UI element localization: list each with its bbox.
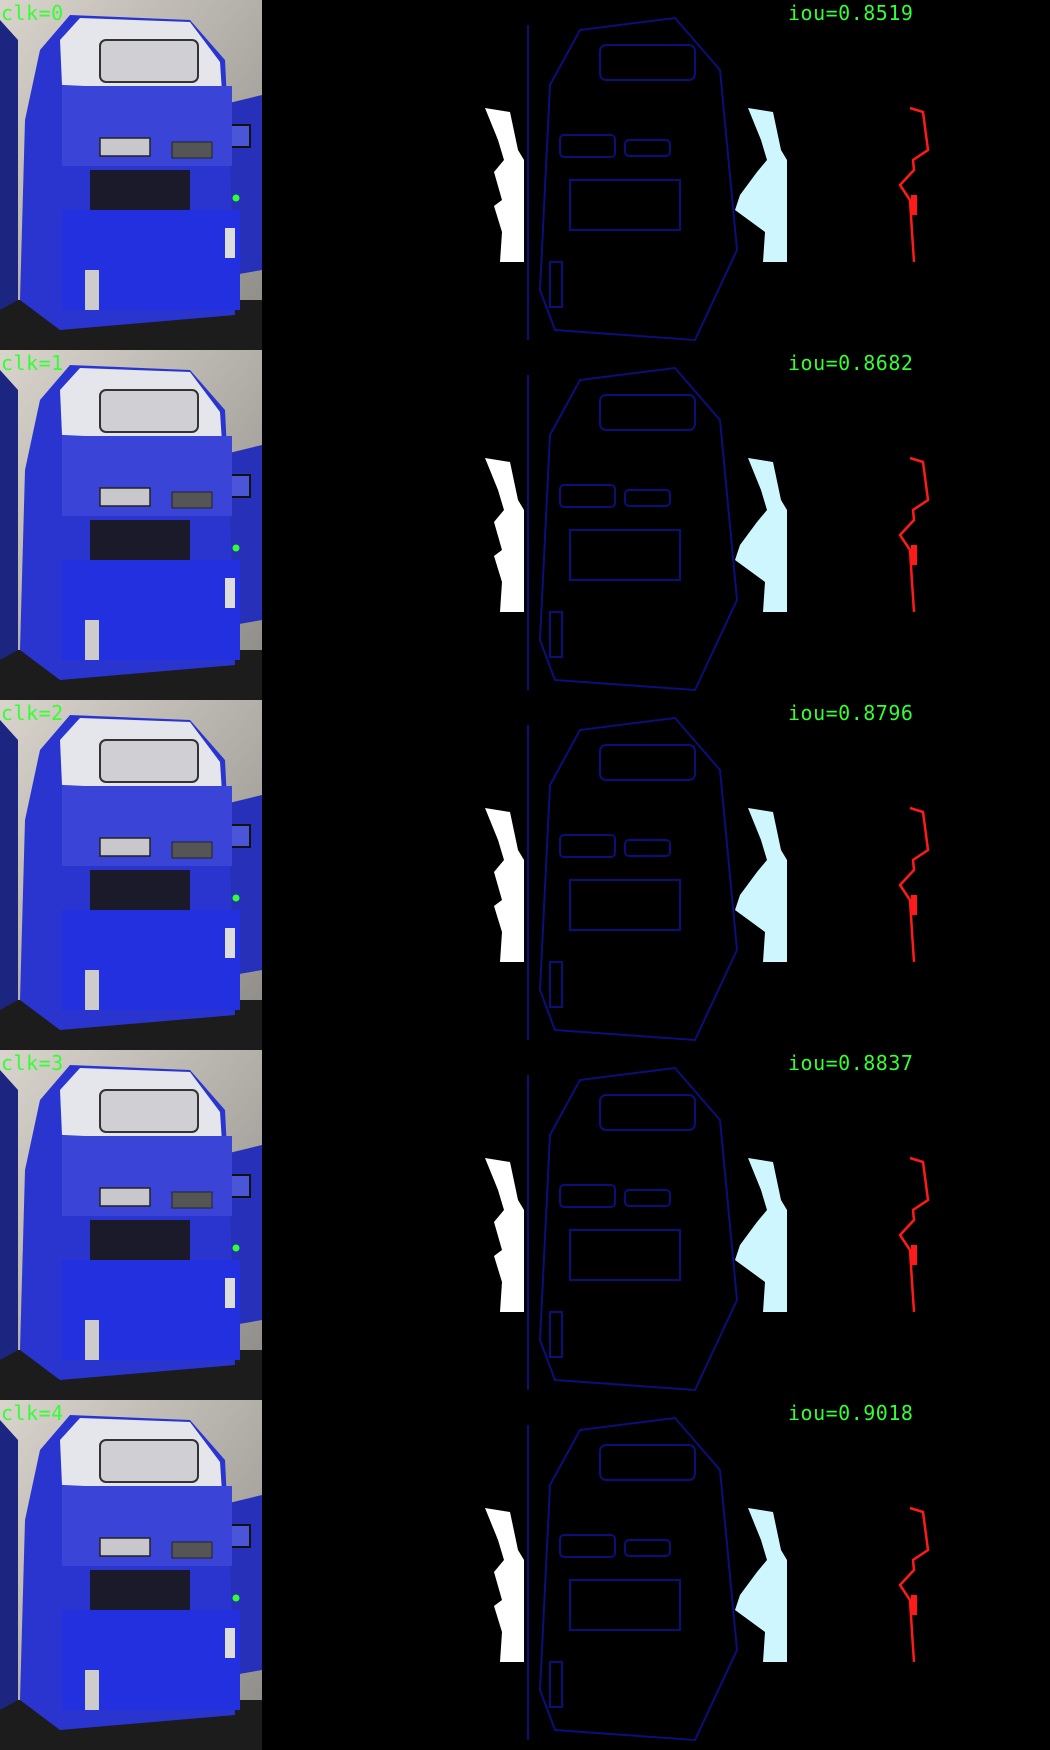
ground-truth-mask (485, 1508, 524, 1662)
click-point-marker (232, 894, 240, 902)
input-image-panel (0, 0, 262, 350)
click-count-label: clk=0 (1, 1, 64, 25)
iou-score-label: iou=0.8796 (788, 701, 914, 725)
contour-panel (788, 1400, 1050, 1750)
ground-truth-mask (485, 108, 524, 262)
bus-photo (0, 1050, 262, 1400)
prediction-heatmap (527, 716, 787, 1042)
bus-photo (0, 0, 262, 350)
click-point-marker (232, 1594, 240, 1602)
prediction-panel (525, 0, 788, 350)
click-point-marker (232, 1244, 240, 1252)
prediction-panel (525, 700, 788, 1050)
click-count-label: clk=3 (1, 1051, 64, 1075)
contour-overlay (898, 106, 930, 263)
prediction-heatmap (527, 1066, 787, 1392)
contour-overlay (898, 456, 930, 613)
input-image-panel (0, 700, 262, 1050)
prediction-panel (525, 350, 788, 700)
click-count-label: clk=2 (1, 701, 64, 725)
contour-panel (788, 0, 1050, 350)
iou-score-label: iou=0.8682 (788, 351, 914, 375)
contour-overlay (898, 1506, 930, 1663)
gt-mask-panel (262, 350, 525, 700)
click-row: clk=0 iou=0.8519 (0, 0, 1050, 350)
click-row: clk=3 iou=0.8837 (0, 1050, 1050, 1400)
click-row: clk=1 iou=0.8682 (0, 350, 1050, 700)
input-image-panel (0, 1400, 262, 1750)
prediction-heatmap (527, 1416, 787, 1742)
bus-photo (0, 1400, 262, 1750)
bus-photo (0, 350, 262, 700)
click-row: clk=4 iou=0.9018 (0, 1400, 1050, 1750)
gt-mask-panel (262, 1050, 525, 1400)
contour-overlay (898, 1156, 930, 1313)
prediction-heatmap (527, 366, 787, 692)
prediction-panel (525, 1400, 788, 1750)
contour-overlay (898, 806, 930, 963)
ground-truth-mask (485, 1158, 524, 1312)
prediction-heatmap (527, 16, 787, 342)
iou-score-label: iou=0.8837 (788, 1051, 914, 1075)
ground-truth-mask (485, 458, 524, 612)
prediction-panel (525, 1050, 788, 1400)
click-count-label: clk=4 (1, 1401, 64, 1425)
click-point-marker (232, 194, 240, 202)
click-row: clk=2 iou=0.8796 (0, 700, 1050, 1050)
input-image-panel (0, 350, 262, 700)
input-image-panel (0, 1050, 262, 1400)
gt-mask-panel (262, 0, 525, 350)
bus-photo (0, 700, 262, 1050)
contour-panel (788, 700, 1050, 1050)
click-point-marker (232, 544, 240, 552)
contour-panel (788, 1050, 1050, 1400)
contour-panel (788, 350, 1050, 700)
gt-mask-panel (262, 1400, 525, 1750)
iou-score-label: iou=0.9018 (788, 1401, 914, 1425)
gt-mask-panel (262, 700, 525, 1050)
click-count-label: clk=1 (1, 351, 64, 375)
ground-truth-mask (485, 808, 524, 962)
iou-score-label: iou=0.8519 (788, 1, 914, 25)
